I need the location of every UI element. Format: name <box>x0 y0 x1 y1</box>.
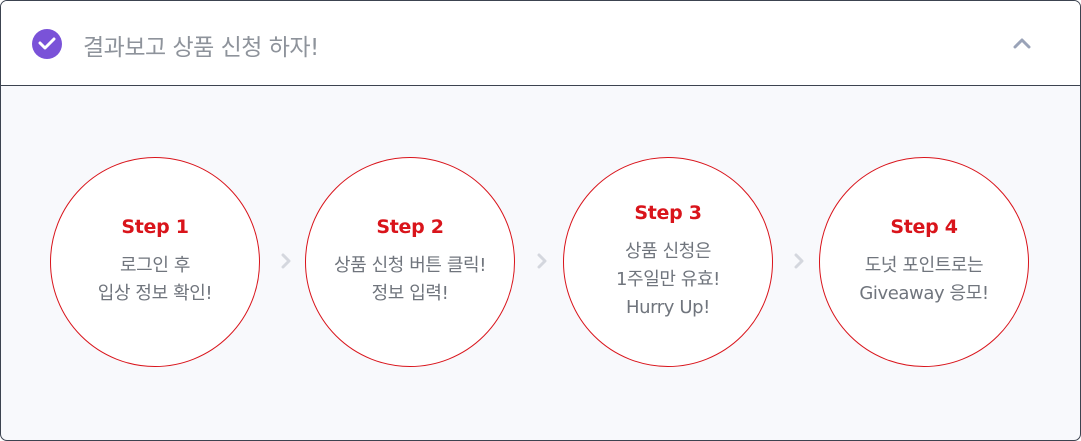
step-text: 1주일만 유효! <box>616 269 720 290</box>
step-text: 상품 신청은 <box>624 241 712 262</box>
step-title: Step 2 <box>376 216 444 238</box>
check-circle-icon <box>32 29 62 59</box>
step-text: Hurry Up! <box>625 297 711 318</box>
collapse-button[interactable] <box>1007 31 1037 55</box>
step-text: 상품 신청 버튼 클릭! <box>333 255 487 276</box>
step-text: 입상 정보 확인! <box>97 283 213 304</box>
steps-area: Step 1 로그인 후 입상 정보 확인! Step 2 상품 신청 버튼 클… <box>1 86 1080 440</box>
step-text: Giveaway 응모! <box>859 283 989 304</box>
chevron-right-icon <box>794 253 804 269</box>
step-title: Step 4 <box>890 216 958 238</box>
panel-title: 결과보고 상품 신청 하자! <box>83 35 319 61</box>
step-title: Step 3 <box>634 202 702 224</box>
step-3-circle: Step 3 상품 신청은 1주일만 유효! Hurry Up! <box>563 157 773 367</box>
chevron-right-icon <box>281 253 291 269</box>
step-text: 정보 입력! <box>371 283 449 304</box>
step-title: Step 1 <box>121 216 189 238</box>
chevron-right-icon <box>537 253 547 269</box>
step-2-circle: Step 2 상품 신청 버튼 클릭! 정보 입력! <box>305 157 515 367</box>
step-text: 도넛 포인트로는 <box>864 255 984 276</box>
step-1-circle: Step 1 로그인 후 입상 정보 확인! <box>50 157 260 367</box>
step-text: 로그인 후 <box>120 255 190 276</box>
panel-header[interactable]: 결과보고 상품 신청 하자! <box>1 1 1080 86</box>
step-4-circle: Step 4 도넛 포인트로는 Giveaway 응모! <box>819 157 1029 367</box>
chevron-up-icon <box>1013 38 1031 49</box>
